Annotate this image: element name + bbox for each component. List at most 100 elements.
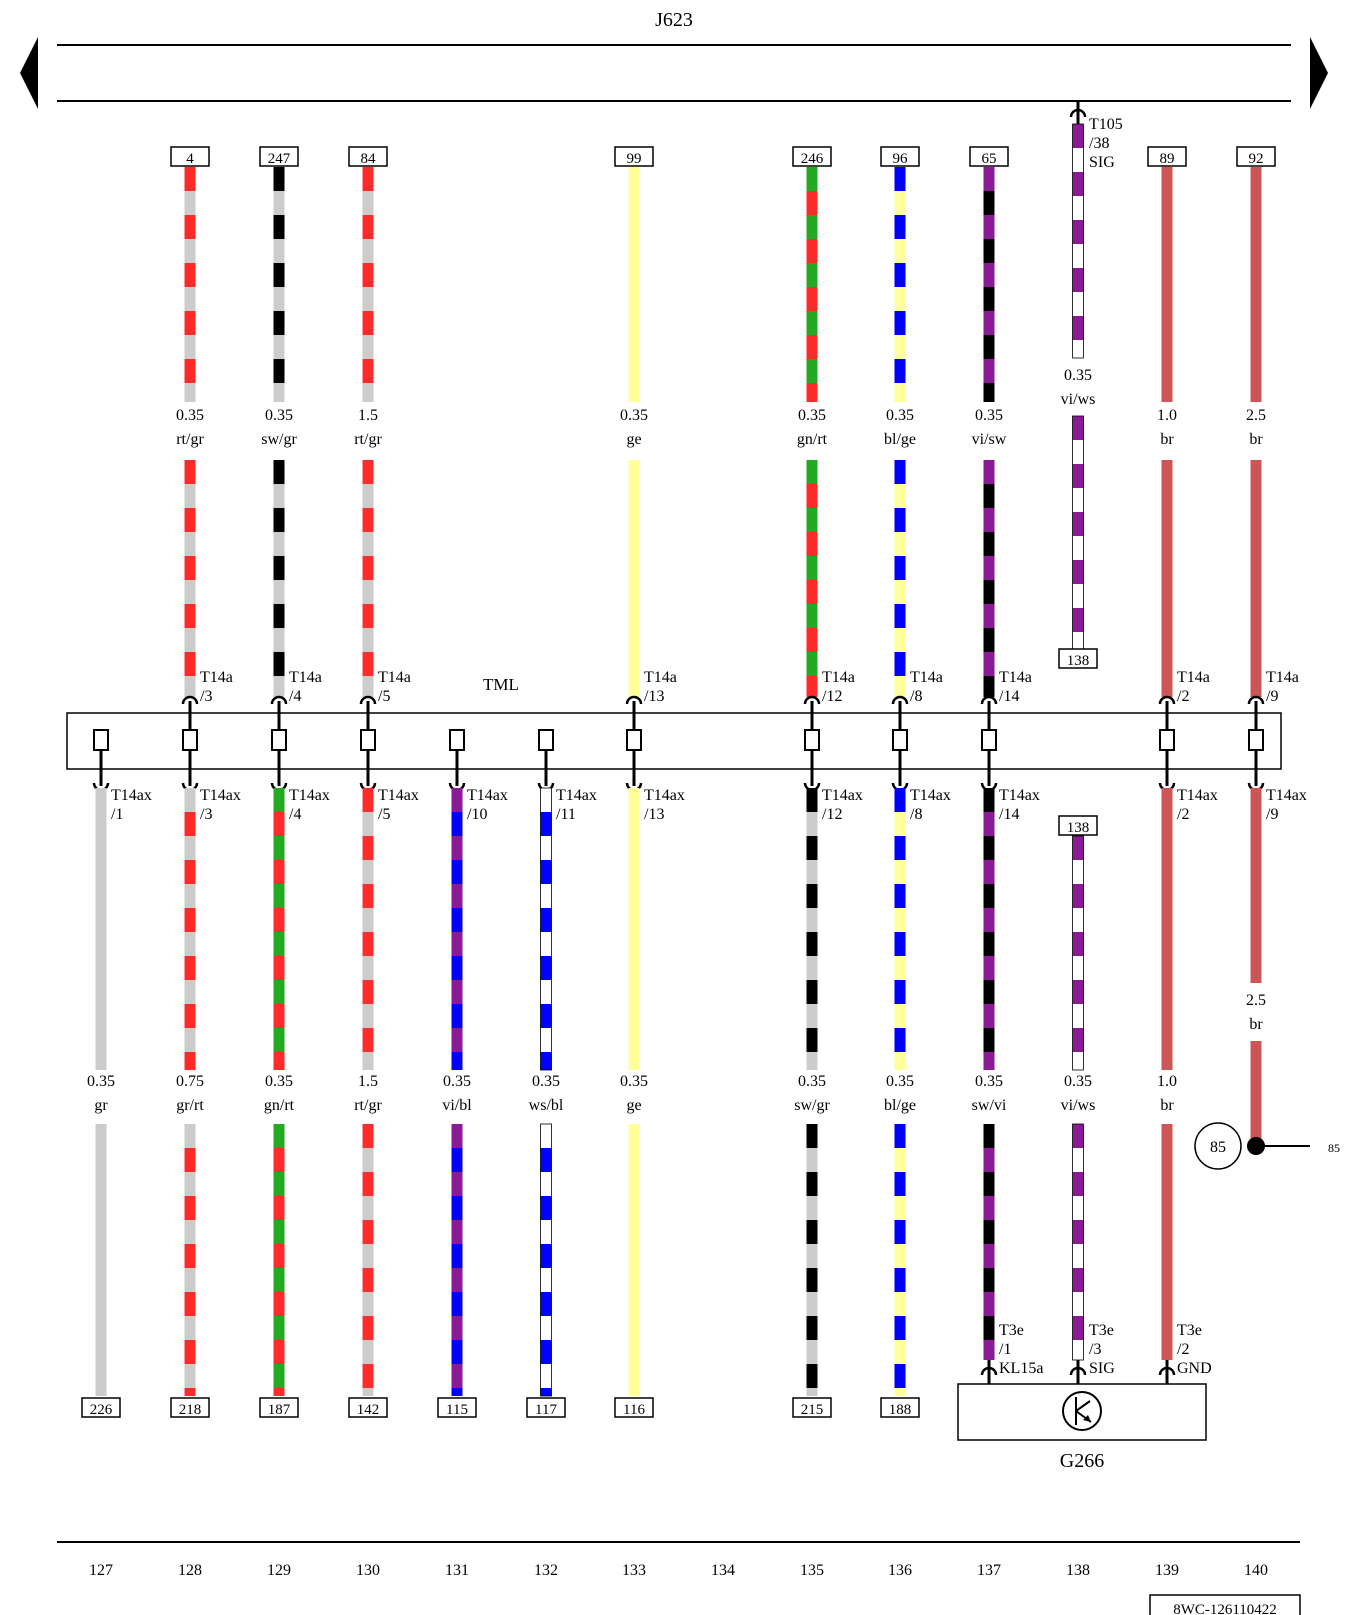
wire-stripe [451, 1004, 463, 1028]
ground-point-circle[interactable] [1194, 1122, 1242, 1170]
wire-stripe [806, 1244, 818, 1268]
lower-pin-label: T14ax/14 [999, 787, 1040, 823]
upper-wire-segment [1072, 415, 1084, 650]
ref-box-number: 142 [357, 1402, 380, 1418]
top-ref-box[interactable]: 4 [170, 146, 210, 167]
wire-base [628, 788, 640, 1070]
ref-box-number: 96 [893, 151, 909, 167]
upper-pin-label: T14a/8 [910, 669, 943, 705]
lower-pin-label-line: T14ax [822, 787, 863, 804]
component-title: J623 [655, 9, 693, 31]
lower-wire-segment [983, 1124, 995, 1360]
wire-stripe [362, 383, 374, 402]
tml-connector-block [66, 712, 1282, 770]
wire-stripe [362, 532, 374, 556]
top-ref-box[interactable]: 84 [348, 146, 388, 167]
lower-wire-segment [1250, 788, 1262, 983]
sensor-symbol-icon [1062, 1391, 1102, 1431]
upper-wire-segment [806, 460, 818, 697]
wire-stripe [806, 239, 818, 263]
wire-base [628, 167, 640, 402]
ref-box-number: 138 [1067, 820, 1090, 836]
wire-stripe [1072, 908, 1084, 932]
wire-stripe [273, 676, 285, 697]
lower-pin-label: T14ax/12 [822, 787, 863, 823]
wire-stripe [806, 1148, 818, 1172]
wire-base [628, 460, 640, 697]
bottom-ref-box[interactable]: 215 [792, 1397, 832, 1418]
upper-pin-label: T14a/14 [999, 669, 1032, 705]
ref-box-number: 215 [801, 1402, 824, 1418]
lower-wire-gauge: 0.35 [87, 1073, 115, 1090]
bottom-ref-box[interactable]: 142 [348, 1397, 388, 1418]
bottom-ref-box[interactable]: 116 [614, 1397, 654, 1418]
t105-ref-box[interactable]: 138 [1058, 648, 1098, 669]
top-ref-box[interactable]: 65 [969, 146, 1009, 167]
ref-box-frame [880, 146, 920, 167]
connector-pin-icon [181, 695, 199, 713]
bottom-ref-box[interactable]: 115 [437, 1397, 477, 1418]
wire-stripe [362, 1148, 374, 1172]
upper-pin-label-line: T14a [289, 669, 322, 686]
ref-box-number: 188 [889, 1402, 912, 1418]
upper-wire-gauge: 1.0 [1157, 407, 1177, 424]
wire-stripe [184, 335, 196, 359]
column-number: 131 [445, 1562, 469, 1579]
bottom-ref-box[interactable]: 218 [170, 1397, 210, 1418]
wire-stripe [1072, 196, 1084, 220]
upper-pin-label: T14a/4 [289, 669, 322, 705]
lower-wire-segment [1250, 1041, 1262, 1146]
wire-stripe [362, 908, 374, 932]
ref-box-number: 116 [623, 1402, 645, 1418]
lower-wire-segment [628, 788, 640, 1070]
wire-stripe [273, 532, 285, 556]
lower-wire-color: rt/gr [354, 1097, 382, 1114]
bottom-ref-box[interactable]: 187 [259, 1397, 299, 1418]
wire-stripe [362, 1292, 374, 1316]
ref-box-frame [348, 1397, 388, 1418]
bottom-ref-box[interactable]: 226 [81, 1397, 121, 1418]
lower-pin-label: T14ax/8 [910, 787, 951, 823]
wire-stripe [362, 191, 374, 215]
lower-138-ref-box[interactable]: 138 [1058, 815, 1098, 836]
upper-wire-segment [806, 167, 818, 402]
top-ref-box[interactable]: 92 [1236, 146, 1276, 167]
top-ref-box[interactable]: 246 [792, 146, 832, 167]
wire-stripe [273, 335, 285, 359]
bottom-ref-box[interactable]: 188 [880, 1397, 920, 1418]
connector-pin-icon [803, 695, 821, 713]
arrow-right-icon[interactable] [1310, 37, 1328, 109]
top-ref-box[interactable]: 89 [1147, 146, 1187, 167]
lower-pin-label-line: T14ax [910, 787, 951, 804]
lower-pin-label-line: T14ax [289, 787, 330, 804]
lower-wire-segment [540, 1123, 552, 1397]
wire-stripe [983, 1340, 995, 1360]
lower-pin-label-line: /8 [910, 806, 922, 823]
top-ref-box[interactable]: 247 [259, 146, 299, 167]
wire-stripe [540, 1148, 552, 1172]
ref-box-number: 226 [90, 1402, 113, 1418]
upper-pin-label-line: /14 [999, 688, 1019, 705]
top-ref-box[interactable]: 96 [880, 146, 920, 167]
sensor-g266[interactable]: G266 [957, 1383, 1207, 1472]
top-ref-box[interactable]: 99 [614, 146, 654, 167]
wire-stripe [806, 956, 818, 980]
upper-pin-label: T14a/9 [1266, 669, 1299, 705]
wire-stripe [273, 1196, 285, 1220]
ref-box-frame [1058, 648, 1098, 669]
wire-stripe [983, 484, 995, 508]
ref-box-number: 84 [361, 151, 377, 167]
bottom-ref-box[interactable]: 117 [526, 1397, 566, 1418]
upper-pin-label-line: /12 [822, 688, 842, 705]
wire-stripe [806, 335, 818, 359]
wire-stripe [451, 860, 463, 884]
sensor-circle [1062, 1391, 1102, 1431]
upper-pin-label-line: /4 [289, 688, 301, 705]
lower-wire-gauge: 1.5 [358, 1073, 378, 1090]
t105-pin-label-line: T105 [1089, 116, 1123, 133]
component-pin-label-line: GND [1177, 1360, 1212, 1377]
arrow-left-icon[interactable] [20, 37, 38, 109]
wire-stripe [1072, 244, 1084, 268]
